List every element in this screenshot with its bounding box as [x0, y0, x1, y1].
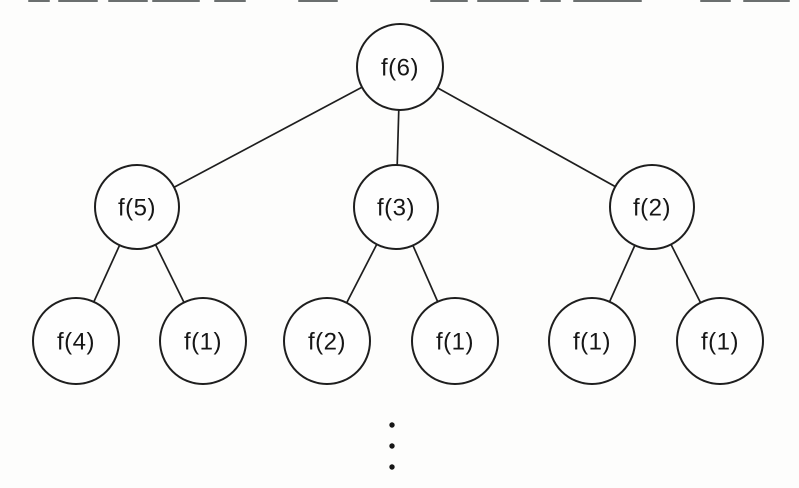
- node-label: f(6): [381, 54, 419, 81]
- tree-node: f(1): [548, 297, 636, 385]
- node-circle: [676, 297, 764, 385]
- crop-text-artifact: [298, 0, 338, 2]
- tree-node: f(6): [356, 23, 444, 111]
- tree-edge: [136, 66, 401, 208]
- node-circle: [94, 164, 180, 250]
- tree-edge: [399, 66, 653, 208]
- crop-text-artifact: [743, 0, 790, 2]
- node-label: f(5): [118, 194, 156, 221]
- node-circle: [411, 297, 499, 385]
- crop-text-artifact: [477, 0, 529, 2]
- node-label: f(4): [57, 328, 95, 355]
- node-label: f(1): [573, 328, 611, 355]
- tree-node: f(2): [609, 164, 695, 250]
- crop-text-artifact: [58, 0, 98, 2]
- ellipsis-dot: [389, 443, 395, 449]
- crop-text-artifact: [214, 0, 246, 2]
- node-label: f(2): [308, 328, 346, 355]
- tree-node: f(1): [411, 297, 499, 385]
- crop-text-artifact: [152, 0, 200, 2]
- tree-node: f(2): [283, 297, 371, 385]
- tree-node: f(5): [94, 164, 180, 250]
- node-circle: [353, 164, 439, 250]
- ellipsis-dot: [389, 464, 395, 470]
- node-circle: [159, 297, 247, 385]
- crop-text-artifact: [573, 0, 642, 2]
- node-label: f(3): [377, 194, 415, 221]
- node-circle: [356, 23, 444, 111]
- crop-text-artifact: [700, 0, 731, 2]
- crop-text-artifact: [540, 0, 561, 2]
- tree-node: f(3): [353, 164, 439, 250]
- node-circle: [283, 297, 371, 385]
- ellipsis-dot: [389, 422, 395, 428]
- node-label: f(2): [633, 194, 671, 221]
- tree-node: f(4): [32, 297, 120, 385]
- crop-text-artifact: [108, 0, 148, 2]
- node-circle: [32, 297, 120, 385]
- node-label: f(1): [184, 328, 222, 355]
- node-circle: [609, 164, 695, 250]
- crop-text-artifact: [28, 0, 50, 2]
- crop-text-artifact: [430, 0, 468, 2]
- node-label: f(1): [701, 328, 739, 355]
- tree-node: f(1): [676, 297, 764, 385]
- node-circle: [548, 297, 636, 385]
- node-label: f(1): [436, 328, 474, 355]
- tree-node: f(1): [159, 297, 247, 385]
